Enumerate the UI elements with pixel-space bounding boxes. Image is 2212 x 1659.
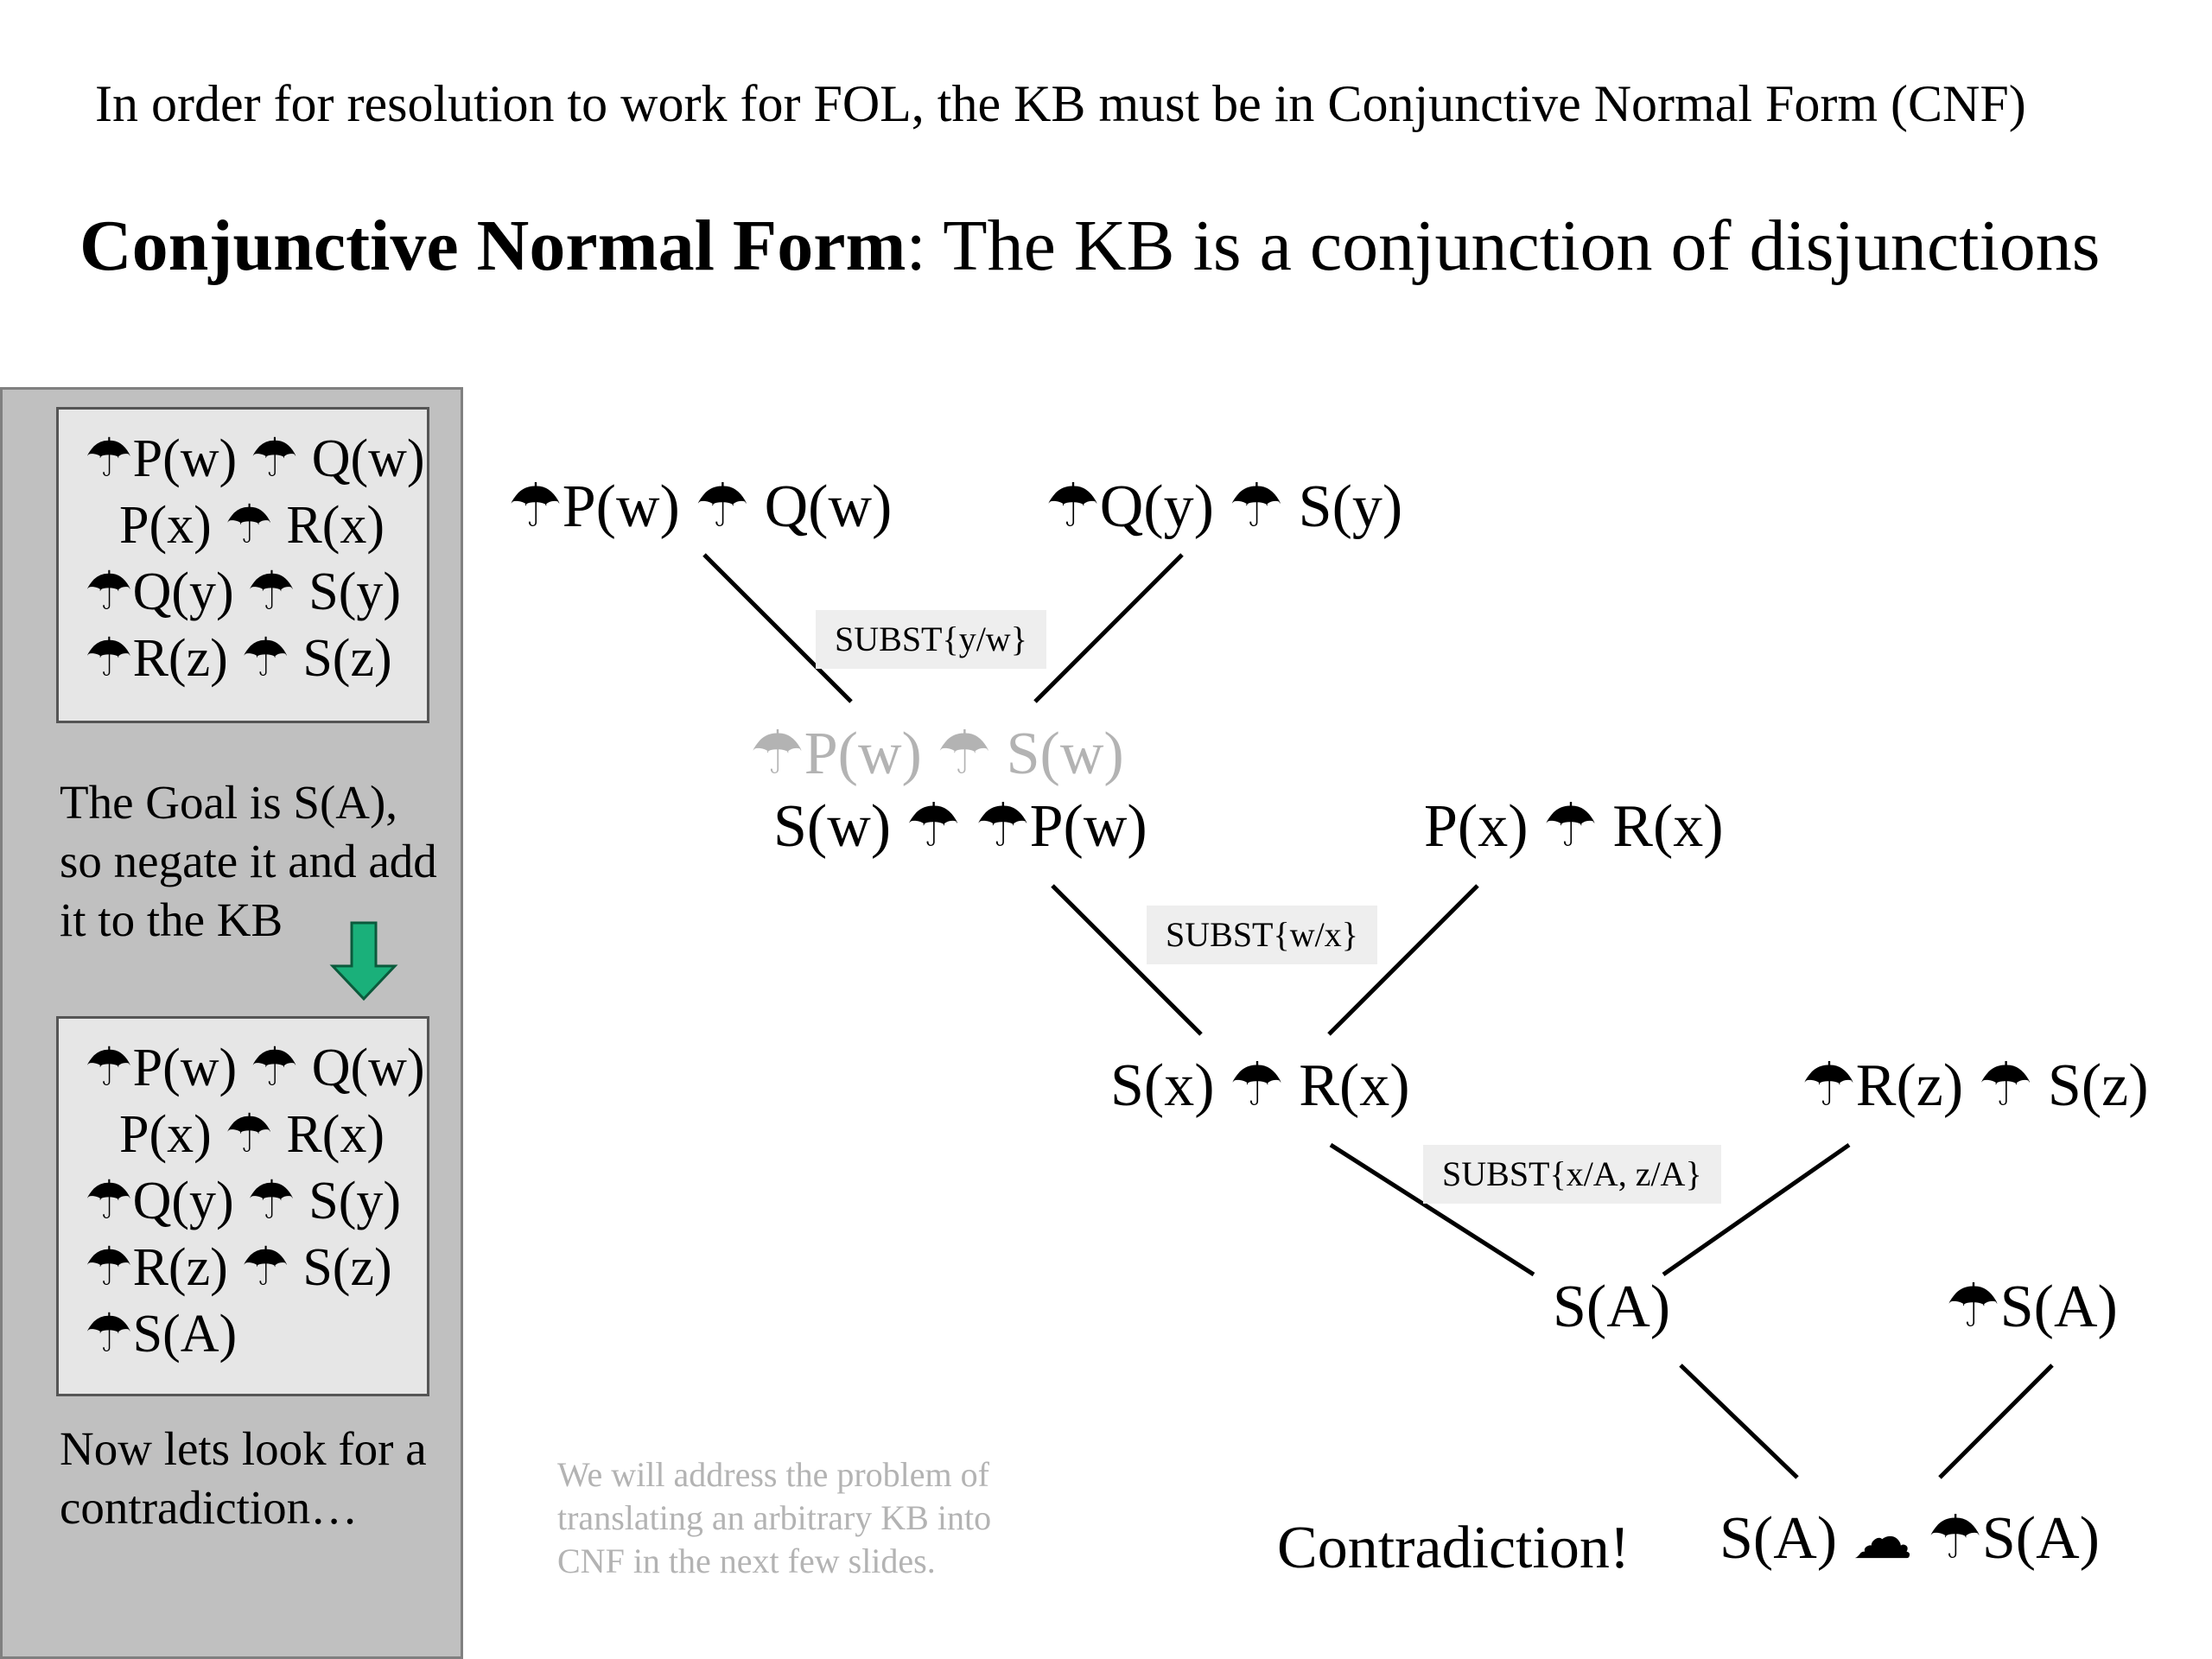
heading-bold: Conjunctive Normal Form	[79, 206, 906, 286]
kb-clause: ☂Q(y) ☂ S(y)	[85, 563, 402, 621]
look-line: Now lets look for a	[60, 1422, 427, 1475]
subst-label: SUBST{y/w}	[816, 610, 1046, 669]
kb-clause: P(x) ☂ R(x)	[119, 1105, 385, 1164]
clause-contradiction: S(A) ☁ ☂S(A)	[1719, 1505, 2100, 1572]
tree-edge	[1329, 1142, 1535, 1277]
look-line: contradiction…	[60, 1481, 359, 1534]
kb-with-goal-box: ☂P(w) ☂ Q(w) P(x) ☂ R(x) ☂Q(y) ☂ S(y) ☂R…	[56, 1016, 429, 1396]
goal-line: it to the KB	[60, 893, 283, 946]
kb-initial-box: ☂P(w) ☂ Q(w) P(x) ☂ R(x) ☂Q(y) ☂ S(y) ☂R…	[56, 407, 429, 723]
subst-label: SUBST{w/x}	[1147, 906, 1377, 964]
kb-clause: ☂R(z) ☂ S(z)	[85, 629, 392, 688]
tree-edge	[1938, 1363, 2054, 1479]
kb-clause: ☂P(w) ☂ Q(w)	[85, 429, 425, 488]
contradiction-label: Contradiction!	[1277, 1515, 1630, 1581]
clause-s-or-r: S(x) ☂ R(x)	[1110, 1052, 1410, 1119]
tree-edge	[1327, 884, 1479, 1036]
clause-not-s-a: ☂S(A)	[1946, 1274, 2118, 1340]
tree-edge	[1679, 1363, 1799, 1479]
heading-rest: : The KB is a conjunction of disjunction…	[906, 206, 2101, 286]
clause-s-a: S(A)	[1553, 1274, 1671, 1340]
goal-line: so negate it and add	[60, 835, 437, 887]
clause-not-q-or-s: ☂Q(y) ☂ S(y)	[1046, 474, 1403, 540]
kb-clause: ☂Q(y) ☂ S(y)	[85, 1172, 402, 1230]
tree-edge	[1051, 884, 1203, 1036]
tree-edge	[1033, 553, 1184, 703]
kb-clause: P(x) ☂ R(x)	[119, 496, 385, 555]
clause-s-or-not-p: S(w) ☂ ☂P(w)	[773, 793, 1147, 860]
look-for-note: Now lets look for a contradiction…	[60, 1420, 427, 1537]
kb-sidebar: ☂P(w) ☂ Q(w) P(x) ☂ R(x) ☂Q(y) ☂ S(y) ☂R…	[0, 387, 463, 1659]
slide-heading: Conjunctive Normal Form: The KB is a con…	[79, 204, 2100, 288]
footnote: We will address the problem of translati…	[557, 1453, 991, 1583]
down-arrow-icon	[329, 921, 398, 1001]
clause-p-or-r: P(x) ☂ R(x)	[1424, 793, 1724, 860]
clause-not-r-or-s: ☂R(z) ☂ S(z)	[1802, 1052, 2149, 1119]
footnote-line: We will address the problem of	[557, 1455, 989, 1494]
clause-not-p-or-q: ☂P(w) ☂ Q(w)	[508, 474, 893, 540]
kb-clause-negated-goal: ☂S(A)	[85, 1305, 238, 1363]
goal-note: The Goal is S(A), so negate it and add i…	[60, 773, 437, 950]
kb-clause: ☂R(z) ☂ S(z)	[85, 1238, 392, 1297]
tree-edge	[1662, 1142, 1851, 1277]
clause-ghost: ☂P(w) ☂ S(w)	[750, 721, 1124, 787]
footnote-line: CNF in the next few slides.	[557, 1541, 936, 1580]
footnote-line: translating an arbitrary KB into	[557, 1498, 992, 1537]
tree-edge	[702, 553, 853, 703]
kb-clause: ☂P(w) ☂ Q(w)	[85, 1039, 425, 1097]
intro-text: In order for resolution to work for FOL,…	[95, 75, 2026, 132]
goal-line: The Goal is S(A),	[60, 776, 398, 829]
subst-label: SUBST{x/A, z/A}	[1423, 1145, 1721, 1204]
